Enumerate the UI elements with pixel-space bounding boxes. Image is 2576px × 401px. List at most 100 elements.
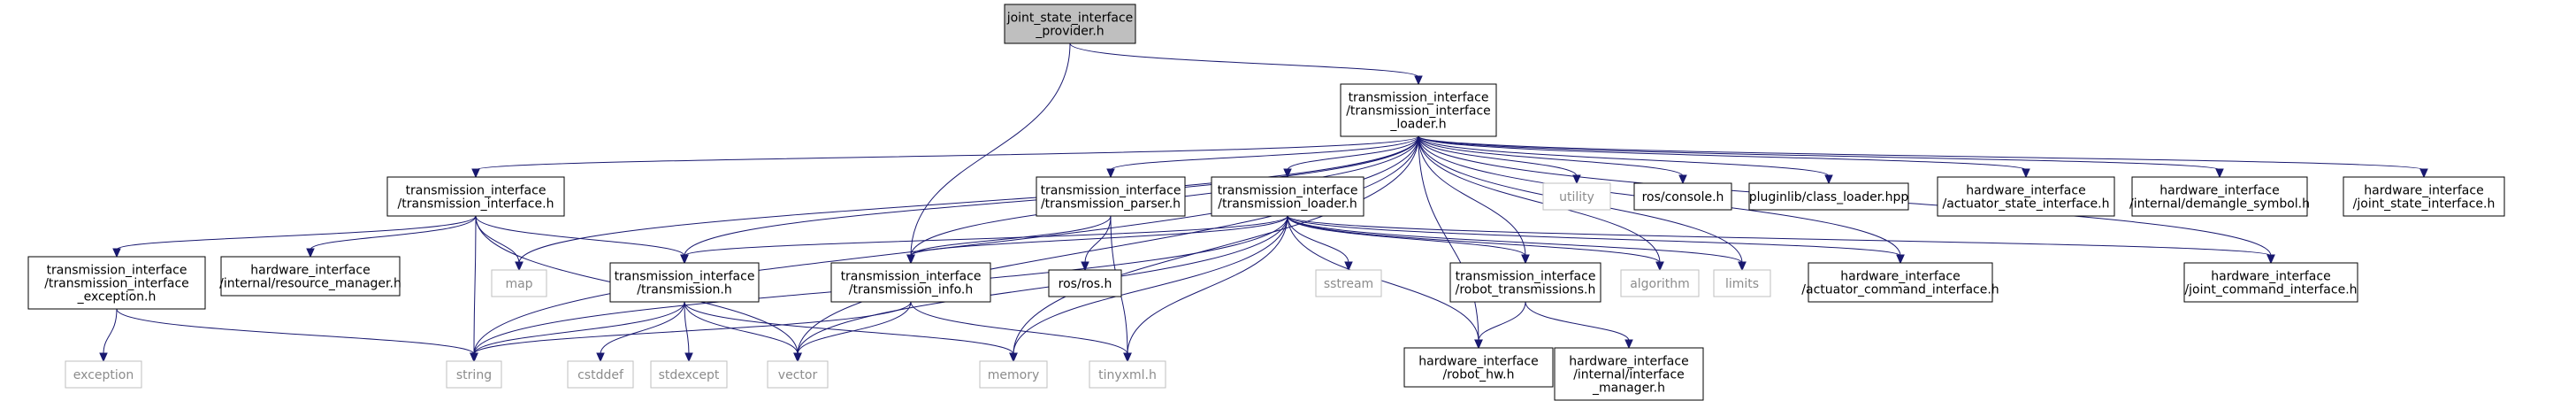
node-label: transmission_interface xyxy=(47,264,187,278)
node-ti_parser[interactable]: transmission_interface/transmission_pars… xyxy=(1036,176,1186,217)
edge-ti_tloader-to-ti_robot_trans xyxy=(1287,215,1530,265)
edge-ti_loader-to-ti_parser xyxy=(1106,135,1419,179)
node-memory[interactable]: memory xyxy=(979,360,1048,389)
edge-ti_iface-to-string xyxy=(470,215,478,363)
node-hw_resource[interactable]: hardware_interface/internal/resource_man… xyxy=(219,256,401,297)
node-box xyxy=(1620,269,1700,297)
node-box xyxy=(1542,182,1611,211)
node-box xyxy=(27,256,206,310)
node-box xyxy=(1554,347,1704,401)
node-box xyxy=(1211,176,1364,217)
node-hw_actuator_state[interactable]: hardware_interface/actuator_state_interf… xyxy=(1937,176,2115,217)
edge-ti_exception-to-exception xyxy=(99,308,118,363)
node-label: /robot_hw.h xyxy=(1442,368,1514,382)
node-stdexcept[interactable]: stdexcept xyxy=(650,360,728,389)
node-box xyxy=(1937,176,2115,217)
node-algorithm[interactable]: algorithm xyxy=(1620,269,1700,297)
edge-ti_iface-to-map xyxy=(475,215,524,272)
edge-ti_info-to-vector xyxy=(793,301,912,363)
node-box xyxy=(1808,262,1993,303)
edge-ti_iface-to-hw_resource xyxy=(306,215,477,258)
node-label: ros/console.h xyxy=(1642,190,1724,204)
node-label: /internal/demangle_symbol.h xyxy=(2129,197,2310,212)
node-ti_exception[interactable]: transmission_interface/transmission_inte… xyxy=(27,256,206,310)
node-ti_tloader[interactable]: transmission_interface/transmission_load… xyxy=(1211,176,1364,217)
node-hw_joint_state[interactable]: hardware_interface/joint_state_interface… xyxy=(2343,176,2505,217)
edge-ti_loader-to-string xyxy=(470,135,1419,363)
node-label: sstream xyxy=(1324,277,1373,291)
edge-ti_loader-to-vector xyxy=(793,135,1419,363)
node-box xyxy=(1315,269,1382,297)
nodes-layer: joint_state_interface_provider.h transmis… xyxy=(27,4,2505,401)
node-ros_console[interactable]: ros/console.h xyxy=(1633,182,1732,211)
node-hw_actuator_cmd[interactable]: hardware_interface/actuator_command_inte… xyxy=(1801,262,1999,303)
node-label: transmission_interface xyxy=(1456,270,1596,284)
node-string[interactable]: string xyxy=(446,360,502,389)
node-box xyxy=(1036,176,1186,217)
edge-ti_loader-to-hw_demangle xyxy=(1418,135,2224,179)
node-label: algorithm xyxy=(1630,277,1690,291)
node-sstream[interactable]: sstream xyxy=(1315,269,1382,297)
edge-ti_tloader-to-hw_actuator_cmd xyxy=(1287,215,1905,265)
node-box xyxy=(609,262,760,303)
edge-ti_loader-to-ti_tloader xyxy=(1283,135,1419,179)
node-hw_demangle[interactable]: hardware_interface/internal/demangle_sym… xyxy=(2129,176,2310,217)
node-label: hardware_interface xyxy=(250,264,370,278)
node-ti_trans[interactable]: transmission_interface/transmission.h xyxy=(609,262,760,303)
node-box xyxy=(2183,262,2358,303)
node-label: /internal/interface xyxy=(1573,368,1685,382)
edge-ti_loader-to-algorithm xyxy=(1418,135,1664,272)
node-ros_ros[interactable]: ros/ros.h xyxy=(1048,269,1122,297)
node-label: hardware_interface xyxy=(1840,270,1960,284)
node-ti_loader[interactable]: transmission_interface/transmission_inte… xyxy=(1340,83,1497,137)
node-hw_robot_hw[interactable]: hardware_interface/robot_hw.h xyxy=(1403,347,1554,388)
node-label: /transmission_interface xyxy=(1346,104,1491,119)
node-hw_joint_cmd[interactable]: hardware_interface/joint_command_interfa… xyxy=(2183,262,2358,303)
node-vector[interactable]: vector xyxy=(767,360,829,389)
edge-ti_loader-to-class_loader xyxy=(1418,135,1833,185)
node-label: map xyxy=(505,277,532,291)
node-ti_info[interactable]: transmission_interface/transmission_info… xyxy=(830,262,991,303)
node-ti_robot_trans[interactable]: transmission_interface/robot_transmissio… xyxy=(1449,262,1601,303)
node-label: transmission_interface xyxy=(1349,91,1489,105)
edge-ti_loader-to-ti_iface xyxy=(471,135,1419,179)
edge-ti_info-to-string xyxy=(470,301,912,363)
node-label: hardware_interface xyxy=(2159,184,2279,198)
node-class_loader[interactable]: pluginlib/class_loader.hpp xyxy=(1748,182,1909,211)
node-map[interactable]: map xyxy=(491,269,547,297)
node-label: limits xyxy=(1725,277,1759,291)
node-hw_iface_mgr[interactable]: hardware_interface/internal/interface_ma… xyxy=(1554,347,1704,401)
node-box xyxy=(1403,347,1554,388)
node-tinyxml[interactable]: tinyxml.h xyxy=(1089,360,1166,389)
edge-ti_exception-to-string xyxy=(116,308,478,363)
edge-ti_tloader-to-ti_info xyxy=(906,215,1288,265)
node-box xyxy=(2343,176,2505,217)
node-ti_iface[interactable]: transmission_interface/transmission_inte… xyxy=(386,176,565,217)
node-utility[interactable]: utility xyxy=(1542,182,1611,211)
edge-ti_tloader-to-sstream xyxy=(1287,215,1353,272)
node-label: transmission_interface xyxy=(841,270,982,284)
node-box xyxy=(1713,269,1771,297)
node-label: hardware_interface xyxy=(2364,184,2483,198)
node-exception[interactable]: exception xyxy=(65,360,142,389)
edge-ti_loader-to-hw_actuator_state xyxy=(1418,135,2030,179)
node-label: hardware_interface xyxy=(1418,355,1538,369)
node-label: vector xyxy=(778,368,818,382)
node-box xyxy=(1340,83,1497,137)
edge-ti_parser-to-ros_ros xyxy=(1081,215,1112,272)
node-box xyxy=(1048,269,1122,297)
node-limits[interactable]: limits xyxy=(1713,269,1771,297)
node-cstddef[interactable]: cstddef xyxy=(567,360,634,389)
node-label: joint_state_interface xyxy=(1006,12,1134,26)
node-label: hardware_interface xyxy=(1966,184,2085,198)
node-box xyxy=(446,360,502,389)
edge-root-to-ti_info xyxy=(906,42,1071,265)
edge-ti_loader-to-ros_console xyxy=(1418,135,1687,185)
node-box xyxy=(65,360,142,389)
edge-ti_trans-to-cstddef xyxy=(596,301,685,363)
node-label: stdexcept xyxy=(659,368,720,382)
node-root[interactable]: joint_state_interface_provider.h xyxy=(1004,4,1136,44)
node-label: /internal/resource_manager.h xyxy=(219,277,401,291)
